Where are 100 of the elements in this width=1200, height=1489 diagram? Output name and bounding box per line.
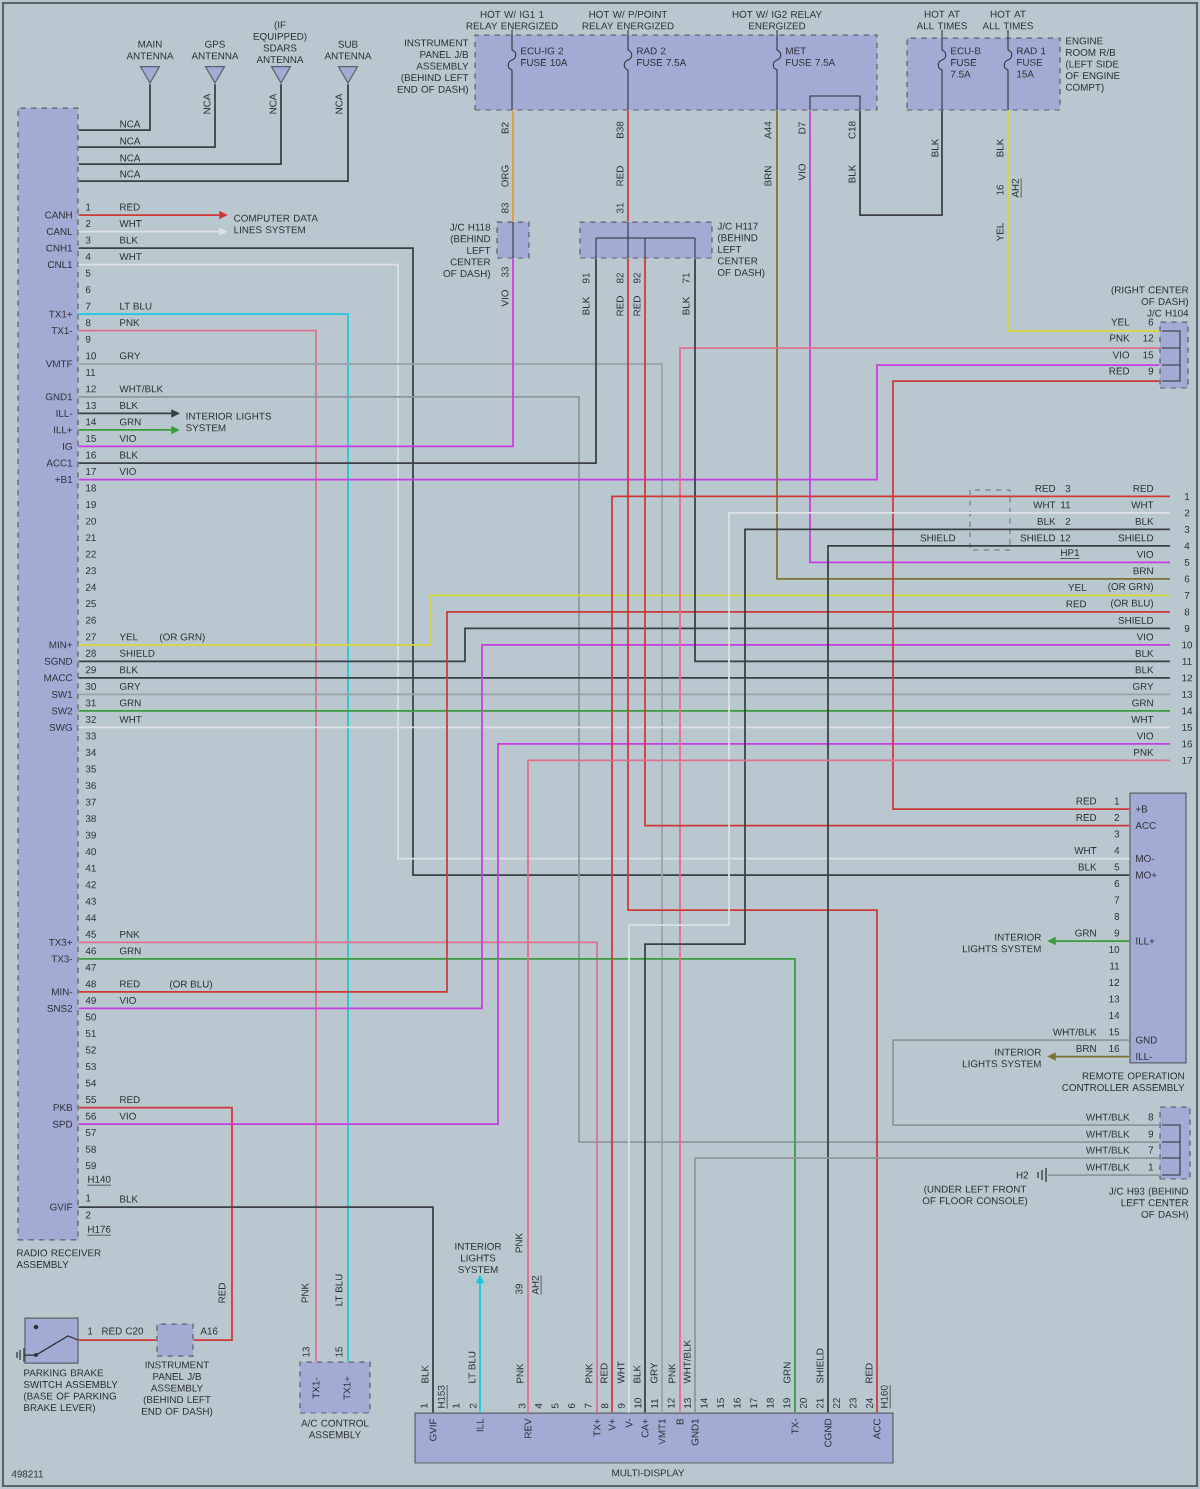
wire [1007,109,1161,332]
connector-label: C20 [125,1327,144,1335]
pin-number: 8 [1114,913,1120,920]
pin-number: 1 [1114,797,1120,805]
pin-number: 1 [86,203,91,211]
wire-label: BRN [764,166,772,186]
wire-label: GRN [1075,929,1096,937]
wire-label: RED [616,296,624,316]
pin-number: 7 [1114,896,1120,904]
wire-label: RED [1076,797,1097,805]
wire-color-label: BLK [120,402,138,409]
wire [77,364,1161,481]
wire-color-label: RED [600,1363,608,1383]
component-box: GVIF ILL REV TX+ V+ V- CA+ VMT1 B GND1 TX- CGND ACC MULTI-DISPLAY [414,1412,894,1477]
wire-label: NCA [120,137,141,145]
wire-color-label: WHT [617,1361,625,1384]
pin-number: 36 [85,782,96,790]
node-label: REMOTE OPERATION CONTROLLER ASSEMBLY [1062,1072,1185,1091]
wire-label: WHT/BLK [1085,1146,1130,1154]
wire-label: BLK [848,164,856,183]
wire-color-label: RED [120,980,140,988]
pin-number: 8 [85,319,91,327]
system-label: INTERIOR LIGHTS SYSTEM [455,1242,502,1274]
wire-label: WHT [1131,716,1154,723]
wire-color-label: GRN [119,947,141,955]
wire-label: YEL [1111,318,1130,326]
pin-number: 46 [85,947,96,955]
wire-label: LT BLU [335,1274,343,1306]
pin-number: 50 [85,1013,96,1021]
pin-number: 2 [1184,509,1190,517]
pin-number: 16 [1109,1045,1120,1052]
wire [77,627,1171,663]
wire-label: RED [218,1283,226,1303]
wire-label: BRN [1133,567,1153,575]
pin-number: 44 [85,914,97,922]
system-label: INTERIOR LIGHTS SYSTEM [186,412,271,432]
pin-number: 30 [85,682,96,690]
pin-number: 23 [85,567,96,575]
connector-label: AH2 [1011,178,1022,198]
pin-number: 21 [816,1398,824,1409]
wire-label: BLK [682,296,690,315]
pin-number: 6 [1148,318,1154,326]
wire-label: D7 [798,122,806,134]
wire-color-label: WHT/BLK [683,1340,691,1384]
pin-number: 3 [1184,525,1190,533]
wire-color-label: GRY [119,682,141,690]
wire-label: RED [1109,367,1130,375]
pin-number: 11 [1182,658,1192,665]
wire-color-label: PNK [120,930,140,938]
pin-number: 2 [1065,518,1071,525]
wire-label: VIO [1136,633,1154,641]
wire-label: WHT [1033,501,1056,509]
wire [77,710,1171,712]
pin-number: 20 [799,1398,807,1409]
wire-color-label: BLK [120,666,138,674]
pin-number: 51 [85,1030,96,1037]
wire-label: BLK [996,138,1004,157]
node-label: RADIO RECEIVER ASSEMBLY [16,1249,101,1268]
wire-label: RED [1066,600,1087,608]
wire [527,759,1171,1414]
wire-label: ORG [501,165,509,187]
component-box: TX1- TX1+ A/C CONTROL ASSEMBLY [299,1361,371,1439]
wire-color-label: PNK [585,1363,593,1383]
wire-label: RED [1035,485,1056,492]
pin-number: 10 [1182,641,1193,649]
connector-label: H153 [437,1384,448,1409]
pin-number: 31 [85,699,96,707]
wire-label: SHIELD [1118,616,1154,624]
wire-color-label: BLK [120,236,138,244]
pin-number: 4 [1114,847,1120,854]
pin-number: 27 [85,633,96,641]
connector-label: H140 [87,1175,112,1186]
pin-number: 15 [1143,351,1154,359]
wire-label: BLK [1037,518,1056,525]
wire-color-label: PNK [516,1363,524,1383]
wire-color-label: RED [120,203,140,211]
wire-label: WHT/BLK [1085,1130,1130,1138]
wire [77,83,216,148]
wire-label: PNK [515,1233,523,1253]
wire-label: RED [633,296,641,316]
wire-label: NCA [120,154,141,162]
pin-number: 14 [1182,707,1193,715]
pin-number: 24 [85,583,97,591]
pin-number: 55 [85,1096,96,1104]
pin-number: 20 [85,517,96,525]
wire-label: VIO [1136,732,1154,740]
pin-number: 16 [86,451,96,459]
wire [77,395,1161,1143]
pin-number: 7 [1184,592,1190,599]
wire-label: RED [616,166,624,186]
wire-label: 16 [996,184,1004,195]
pin-number: 5 [1114,863,1120,871]
wire [77,676,1171,679]
pin-number: 41 [85,864,96,872]
pin-number: 16 [1182,740,1193,748]
wire-color-label: GRY [119,352,141,360]
wire-label: VIO [1136,550,1154,558]
wire-color-label: VIO [119,996,136,1004]
pin-number: 5 [1184,558,1190,566]
pin-number: 12 [1143,334,1154,342]
